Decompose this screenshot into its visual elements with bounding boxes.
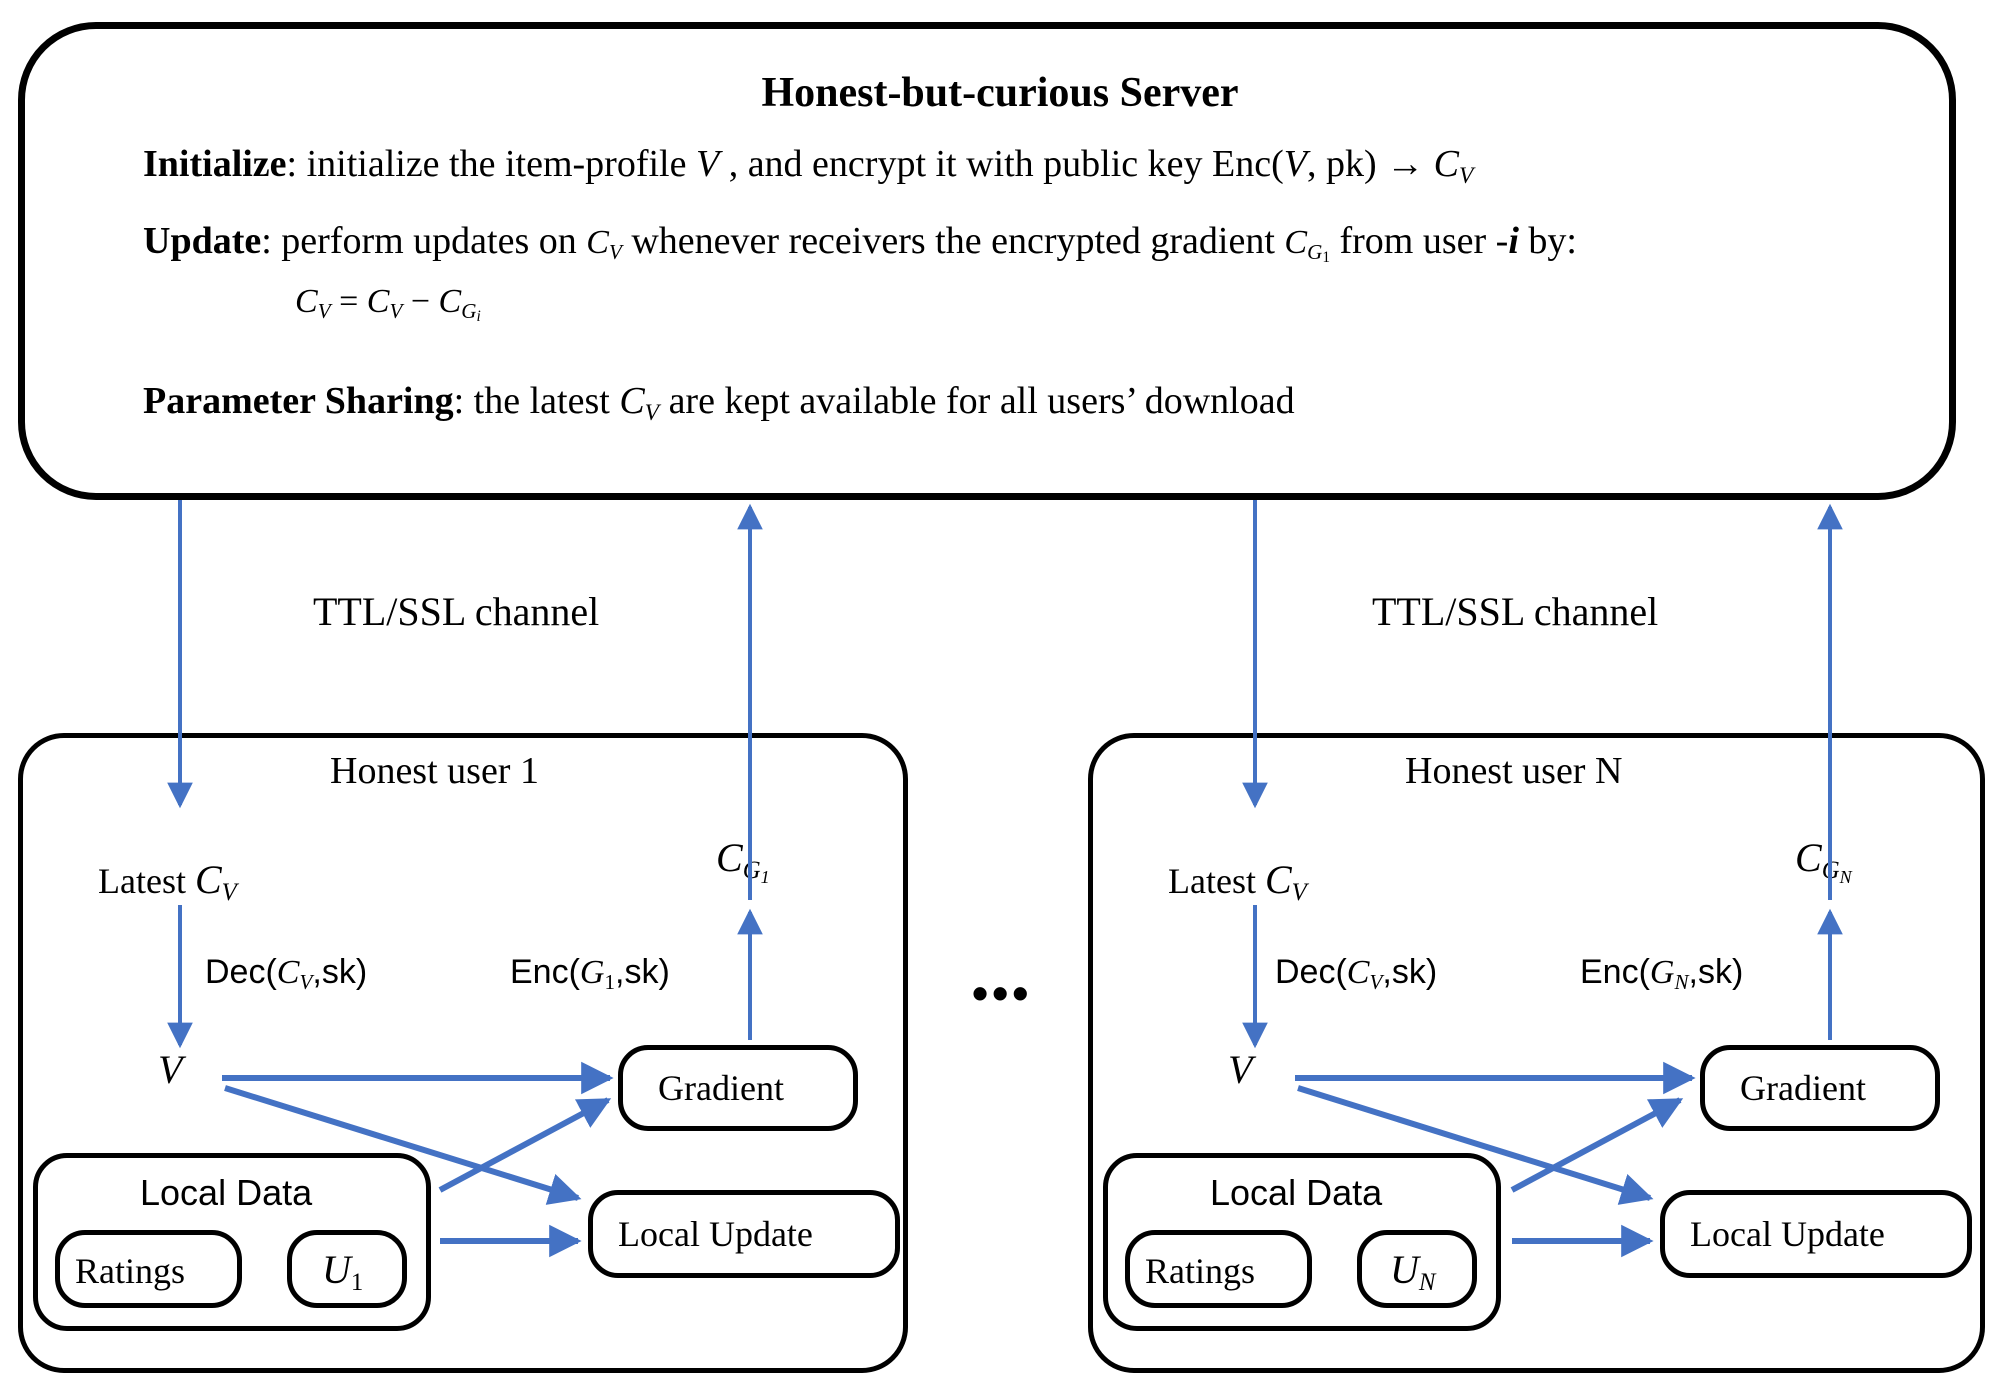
user-1-cg-symbol: CG1 (716, 835, 770, 887)
server-update-line: Update: perform updates on CV whenever r… (143, 220, 1577, 267)
user-n-title: Honest user N (1405, 750, 1623, 792)
user-n-enc-label: Enc(GN,sk) (1580, 953, 1744, 995)
channel-label-left: TTL/SSL channel (313, 589, 600, 634)
right-arrow-icon: → (1386, 143, 1425, 185)
server-title: Honest-but-curious Server (761, 70, 1239, 116)
formula-rhs-1: CV (366, 283, 403, 324)
user-n-cv-symbol: CV (1264, 857, 1307, 907)
user-1-local-data-label: Local Data (140, 1172, 313, 1213)
user-1-local-update-box (588, 1190, 900, 1278)
user-1-dec-label: Dec(CV,sk) (205, 953, 368, 995)
server-parameter-sharing-line: Parameter Sharing: the latest CV are kep… (143, 380, 1295, 427)
formula-equals: = (339, 283, 359, 320)
user-1-title: Honest user 1 (330, 750, 539, 792)
update-label: Update (143, 220, 262, 262)
user-n-local-data-label: Local Data (1210, 1172, 1383, 1213)
server-box (18, 22, 1956, 500)
update-text-b: whenever receivers the encrypted gradien… (631, 220, 1275, 262)
user-n-v-symbol: V (1228, 1047, 1253, 1092)
parameter-cv: CV (619, 380, 660, 427)
users-ellipsis: ••• (972, 967, 1033, 1019)
user-n-enc-g: GN (1649, 954, 1689, 995)
user-1-latest-cv: Latest CV (98, 857, 237, 907)
user-1-cv-symbol: CV (194, 857, 237, 907)
channel-label-right: TTL/SSL channel (1372, 589, 1659, 634)
user-n-gradient-label: Gradient (1740, 1068, 1866, 1108)
user-1-v-symbol: V (158, 1047, 183, 1092)
server-initialize-line: Initialize: initialize the item-profile … (143, 143, 1474, 190)
user-n-latest-cv: Latest CV (1168, 857, 1307, 907)
user-n-box (1088, 733, 1985, 1373)
user-n-local-update-label: Local Update (1690, 1214, 1885, 1254)
user-n-u-box (1357, 1230, 1477, 1308)
user-n-ratings-label: Ratings (1145, 1251, 1256, 1291)
user-1-ratings-label: Ratings (75, 1251, 186, 1291)
user-n-dec-label: Dec(CV,sk) (1275, 953, 1438, 995)
user-1-latest-label: Latest (98, 861, 186, 901)
user-n-u-symbol: UN (1390, 1247, 1436, 1297)
parameter-text-a: : the latest (453, 380, 610, 422)
initialize-text-c: , pk) (1306, 143, 1377, 185)
user-1-gradient-box (618, 1045, 858, 1131)
initialize-var-v: V (695, 143, 720, 185)
update-text-a: : perform updates on (261, 220, 577, 262)
initialize-cv: CV (1433, 143, 1474, 190)
update-cv: CV (586, 224, 622, 265)
initialize-var-v2: V (1283, 143, 1307, 185)
user-n-latest-label: Latest (1168, 861, 1256, 901)
user-n-gradient-box (1700, 1045, 1940, 1131)
initialize-text-a: : initialize the item-profile (286, 143, 687, 185)
initialize-label: Initialize (143, 143, 287, 185)
user-1-enc-label: Enc(G1,sk) (510, 953, 670, 995)
user-1-dec-cv: CV (276, 954, 313, 995)
user-n-ratings-box (1125, 1230, 1312, 1308)
user-1-ratings-box (55, 1230, 242, 1308)
update-text-d: by: (1528, 220, 1577, 262)
user-1-box (18, 733, 908, 1373)
user-1-enc-g: G1 (579, 954, 616, 995)
parameter-sharing-label: Parameter Sharing (143, 380, 454, 422)
user-n-cg-symbol: CGN (1795, 835, 1852, 887)
formula-lhs: CV (295, 283, 331, 324)
initialize-text-b: , and encrypt it with public key Enc( (728, 143, 1284, 185)
user-1-gradient-label: Gradient (658, 1068, 784, 1108)
parameter-text-b: are kept available for all users’ downlo… (668, 380, 1295, 422)
user-1-u-box (287, 1230, 407, 1308)
formula-minus: − (410, 283, 431, 320)
user-1-local-update-label: Local Update (618, 1214, 813, 1254)
user-1-u-symbol: U1 (322, 1247, 364, 1297)
user-n-local-update-box (1660, 1190, 1972, 1278)
formula-rhs-2: CGi (438, 283, 481, 326)
server-update-formula: CV = CV − CGi (295, 283, 481, 326)
user-n-dec-cv: CV (1346, 954, 1383, 995)
update-text-c: from user - (1339, 220, 1509, 262)
update-cg: CG1 (1284, 224, 1330, 267)
update-var-i: i (1508, 220, 1519, 262)
